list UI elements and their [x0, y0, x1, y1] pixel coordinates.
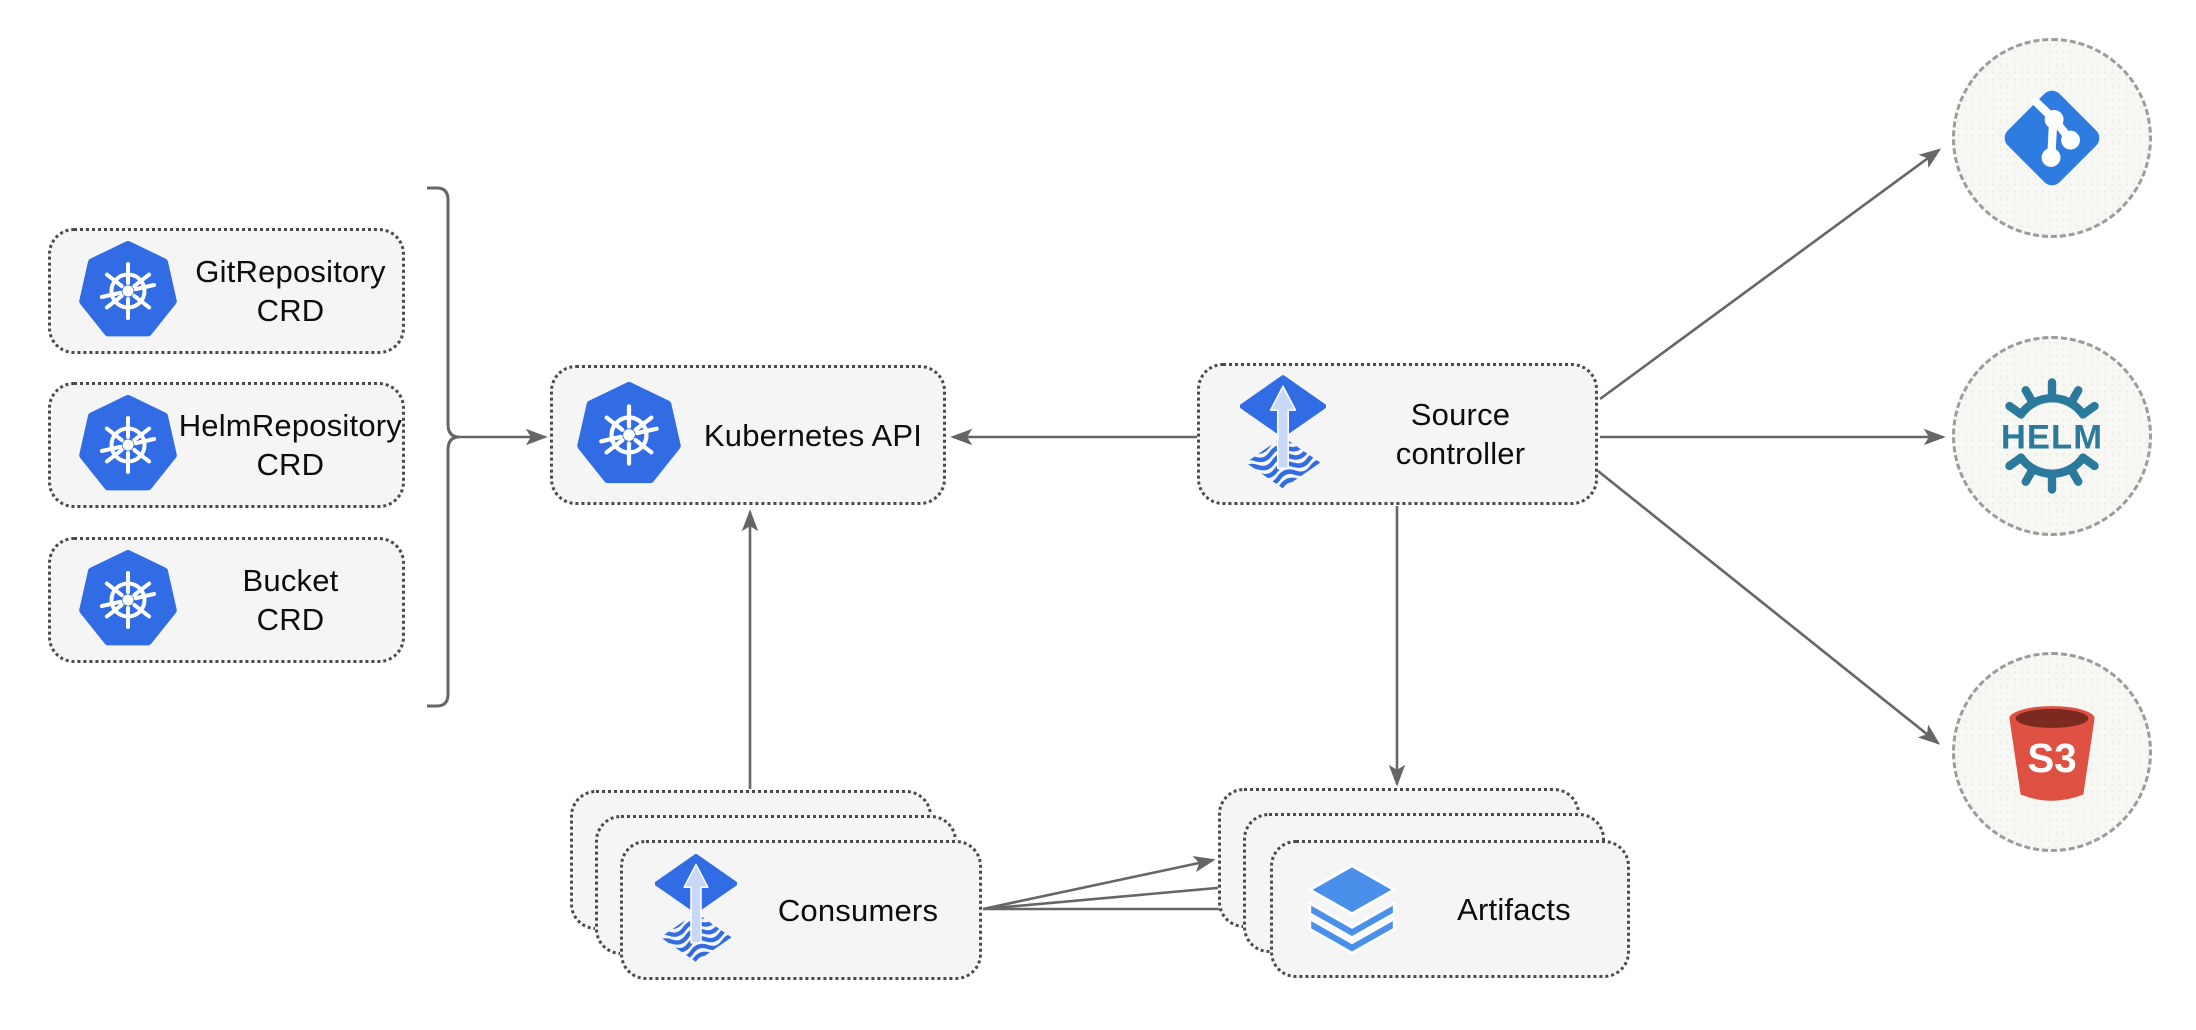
node-label-line2: controller [1395, 436, 1526, 471]
node-label: Artifacts [1457, 891, 1571, 927]
source-controller-node: Source controller [1197, 363, 1598, 505]
helm-icon: HELM [1989, 373, 2115, 499]
s3-label: S3 [2027, 735, 2076, 781]
consumers-node: Consumers [620, 840, 982, 980]
layers-icon [1303, 860, 1401, 958]
arrow-consumers-to-artifacts-middle [982, 879, 1242, 911]
gitrepository-crd-node: GitRepository CRD [48, 228, 405, 354]
kubernetes-icon [575, 381, 683, 489]
s3-remote-endpoint: S3 [1952, 652, 2152, 852]
arrow-source-controller-to-s3 [1597, 469, 1941, 745]
node-label: Source controller [1326, 395, 1595, 473]
flux-icon [655, 851, 737, 969]
consumers-stack: Consumers [570, 790, 984, 982]
node-label-line2: CRD [256, 602, 325, 637]
arrow-consumers-to-artifacts-back [982, 855, 1216, 911]
node-label: Kubernetes API [703, 417, 923, 453]
node-label-line1: Source [1410, 397, 1511, 432]
kubernetes-api-node: Kubernetes API [550, 365, 946, 505]
helm-label: HELM [2001, 419, 2103, 457]
s3-bucket-icon: S3 [1996, 696, 2108, 808]
git-icon [1993, 79, 2111, 197]
kubernetes-icon [77, 394, 179, 496]
helmrepository-crd-node: HelmRepository CRD [48, 382, 405, 508]
node-label: Consumers [777, 892, 939, 928]
arrow-source-controller-to-git [1599, 148, 1942, 401]
node-label: Bucket CRD [179, 561, 402, 639]
node-label-line2: CRD [256, 447, 325, 482]
bucket-crd-node: Bucket CRD [48, 537, 405, 663]
node-label-line2: CRD [256, 293, 325, 328]
node-label-line1: GitRepository [195, 254, 386, 289]
crd-group-brace [427, 186, 460, 708]
helm-remote-endpoint: HELM [1952, 336, 2152, 536]
node-label: GitRepository CRD [179, 252, 402, 330]
git-remote-endpoint [1952, 38, 2152, 238]
kubernetes-icon [77, 549, 179, 651]
node-label-line1: HelmRepository [178, 408, 402, 443]
node-label: HelmRepository CRD [179, 406, 402, 484]
kubernetes-icon [77, 240, 179, 342]
node-label-line1: Bucket [242, 563, 339, 598]
flux-icon [1240, 374, 1326, 494]
artifacts-node: Artifacts [1270, 840, 1630, 978]
artifacts-stack: Artifacts [1218, 788, 1632, 980]
